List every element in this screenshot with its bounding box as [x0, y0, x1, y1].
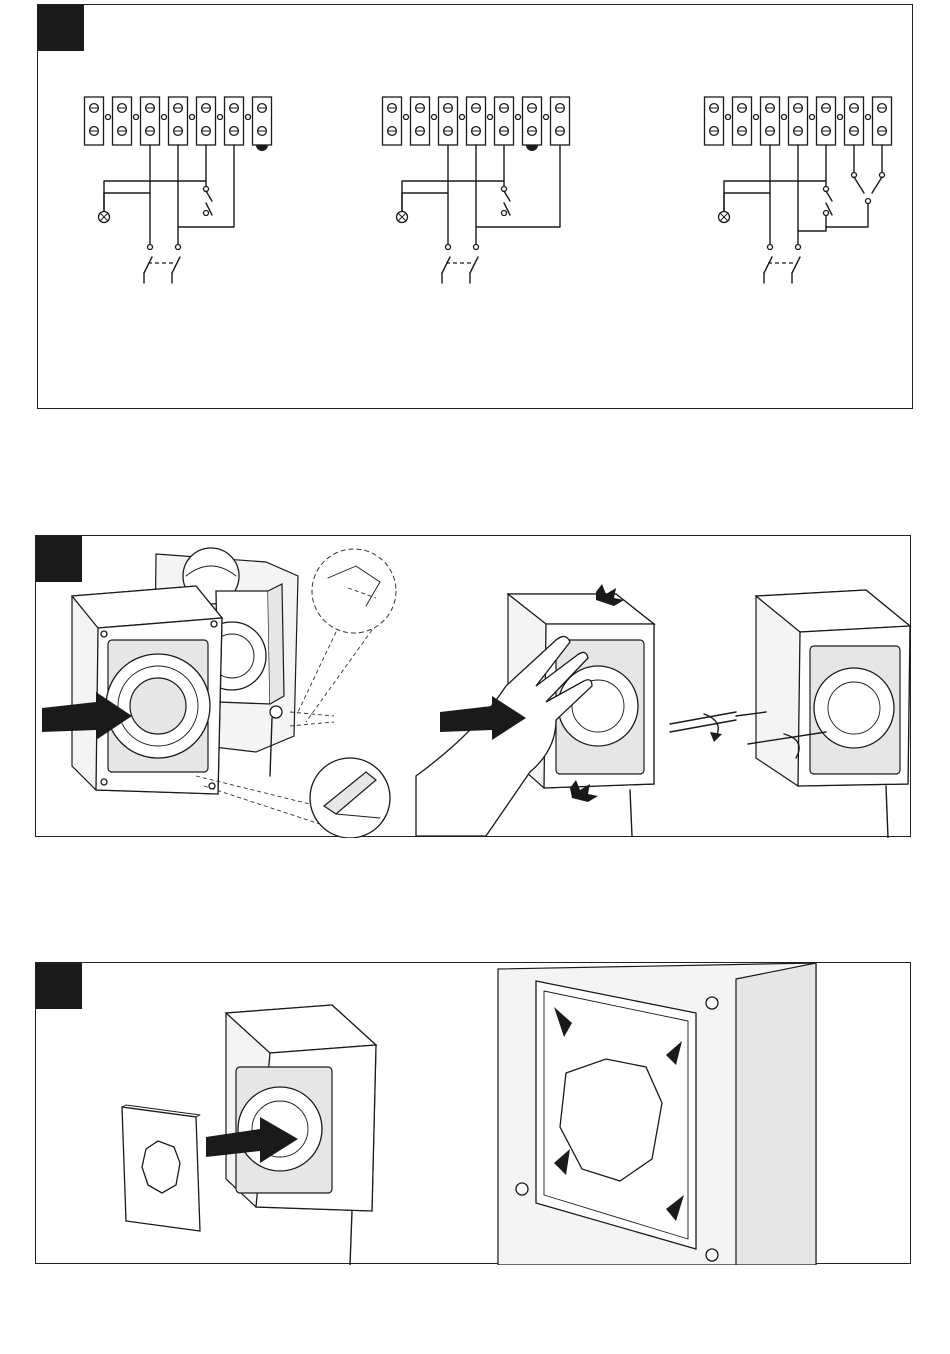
press-cover-step — [416, 584, 654, 836]
cover-plate — [122, 1105, 200, 1231]
terminal-block-c — [705, 97, 892, 283]
earth-connector-icon — [526, 145, 538, 151]
mounting-panel — [35, 535, 911, 837]
detail-magnifier-top — [298, 549, 396, 722]
wiring-diagrams — [38, 5, 914, 410]
finishing-illustration — [36, 963, 912, 1265]
fasten-screw-step — [670, 590, 910, 838]
finishing-panel — [35, 962, 911, 1264]
mounting-illustration — [36, 536, 912, 838]
terminal-block-a — [85, 97, 272, 283]
wiring-panel — [37, 4, 913, 409]
terminal-block-b — [383, 97, 570, 283]
earth-connector-icon — [256, 145, 268, 151]
bend-tabs-closeup — [498, 963, 816, 1265]
detail-magnifier-bottom — [310, 758, 390, 838]
